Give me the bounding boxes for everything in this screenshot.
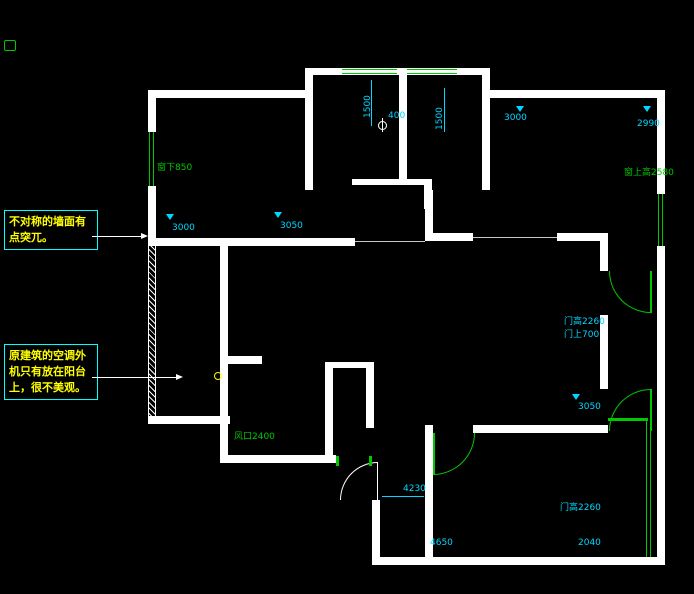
door-top-label: 门上700 (564, 330, 600, 340)
wall-segment (148, 186, 156, 240)
elevation-marker-icon (643, 106, 651, 112)
wall-segment (325, 362, 333, 462)
leader-line (92, 377, 176, 378)
wall-segment (557, 233, 608, 241)
dimension-label: 400 (388, 111, 406, 121)
door-arc (609, 389, 651, 431)
wall-segment (228, 356, 262, 364)
leader-arrow-icon (176, 374, 183, 380)
note-line: 不对称的墙面有 (9, 215, 86, 228)
wall-segment (220, 455, 336, 463)
note-line: 上，很不美观。 (9, 380, 86, 394)
door-jamb (369, 456, 372, 466)
wall-segment (366, 362, 374, 428)
window (407, 69, 457, 74)
elevation-marker-icon (516, 106, 524, 112)
wall-segment (352, 179, 430, 185)
opening-line (355, 241, 425, 242)
wall-segment (473, 425, 608, 433)
wall-segment (148, 416, 230, 424)
wall-segment (372, 500, 380, 557)
wall-segment (425, 190, 433, 241)
note-box-ac: 原建筑的空调外 机只有放在阳台 上，很不美观。 (4, 344, 98, 400)
wall-segment (425, 433, 433, 557)
door-arc (433, 433, 475, 475)
door-leaf (650, 389, 652, 431)
note-line: 机只有放在阳台 (9, 364, 86, 378)
wall-segment (657, 90, 665, 194)
window-sill-label: 窗下850 (157, 163, 193, 173)
dimension-label: 1500 (435, 107, 445, 130)
wall-segment (372, 557, 665, 565)
door-arc (609, 271, 651, 313)
elevation-marker-icon (572, 394, 580, 400)
dimension-label: 2990 (637, 119, 660, 129)
wall-segment (305, 68, 313, 190)
window (342, 69, 397, 74)
wall-segment (333, 362, 374, 368)
elevation-marker-icon (166, 214, 174, 220)
entrance-door-leaf (377, 462, 378, 500)
wall-segment (399, 75, 407, 180)
wall-segment (487, 90, 665, 98)
note-line: 原建筑的空调外 (9, 349, 86, 362)
fixture-symbol-line (382, 118, 383, 132)
wall-segment (425, 425, 433, 433)
window (149, 132, 154, 186)
window-head-label: 窗上高2580 (624, 168, 674, 178)
dimension-label: 3050 (280, 221, 303, 231)
opening-line (473, 237, 557, 238)
dimension-line (382, 496, 424, 497)
wall-segment-hatched (148, 246, 156, 420)
door-jamb (336, 456, 339, 466)
leader-line (92, 236, 142, 237)
wall-segment (148, 238, 355, 246)
ac-unit-symbol-icon (214, 372, 222, 380)
dimension-label: 3000 (504, 113, 527, 123)
dimension-label: 3050 (578, 402, 601, 412)
dimension-line (371, 80, 372, 126)
door-leaf (433, 433, 435, 475)
elevation-marker-icon (274, 212, 282, 218)
dimension-label: 1500 (363, 95, 373, 118)
wall-segment (148, 90, 156, 132)
window (646, 420, 651, 557)
window (658, 194, 663, 246)
dimension-line (444, 88, 445, 132)
dimension-label: 4230 (403, 484, 426, 494)
dimension-label: 3000 (172, 223, 195, 233)
dimension-label: 2040 (578, 538, 601, 548)
wall-segment (600, 241, 608, 271)
dimension-label: 4650 (430, 538, 453, 548)
wall-segment (600, 315, 608, 389)
wall-segment (148, 90, 310, 98)
note-box-wall: 不对称的墙面有 点突兀。 (4, 210, 98, 250)
door-height-label: 门高2260 (560, 503, 601, 513)
door-height-label: 门高2260 (564, 317, 605, 327)
leader-arrow-icon (141, 233, 148, 239)
plot-artifact-mark (4, 40, 16, 51)
wall-segment (220, 246, 228, 462)
entrance-door-arc (340, 462, 378, 500)
wall-segment (305, 68, 490, 75)
note-line: 点突兀。 (9, 230, 53, 244)
door-leaf (650, 271, 652, 313)
wall-segment (425, 233, 473, 241)
wall-segment (657, 246, 665, 565)
vent-label: 风口2400 (234, 432, 275, 442)
wall-segment (482, 68, 490, 190)
